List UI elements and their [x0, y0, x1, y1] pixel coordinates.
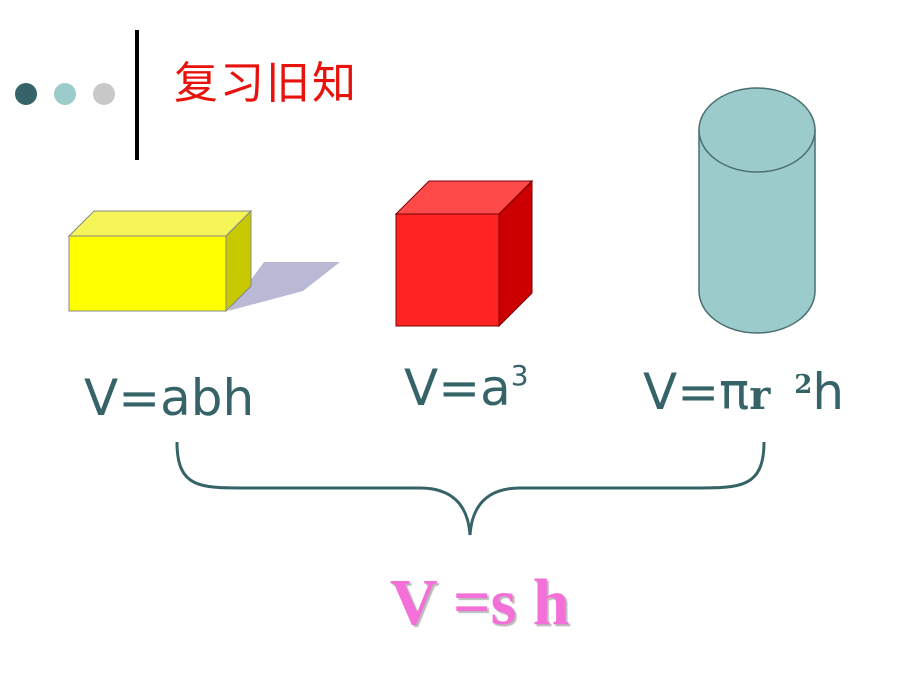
dot-dark-teal — [15, 83, 37, 105]
curly-brace — [175, 441, 766, 536]
cuboid-formula-text: V=abh — [84, 369, 255, 427]
pi-symbol: π — [719, 363, 750, 421]
cuboid-volume-formula: V=abh — [84, 368, 254, 428]
cylinder-formula-lead: V= — [643, 363, 720, 421]
cube-shape — [394, 179, 534, 328]
cube-front-face — [395, 213, 500, 327]
height-variable: h — [812, 363, 845, 421]
cylinder-body — [698, 129, 816, 334]
cylinder-formula-exponent: 2 — [794, 370, 813, 400]
cuboid-shadow — [228, 262, 340, 311]
cylinder-shape — [698, 87, 816, 334]
cube-formula-text: V=a — [404, 359, 511, 417]
cuboid-top-face — [67, 210, 253, 237]
title-divider-line — [135, 30, 139, 160]
cube-formula-exponent: 3 — [510, 359, 529, 392]
dot-light-teal — [54, 83, 76, 105]
dot-gray — [93, 83, 115, 105]
cube-volume-formula: V=a3 — [404, 358, 529, 426]
cylinder-volume-formula: V=πr 2h — [643, 362, 844, 431]
slide-title: 复习旧知 — [174, 58, 358, 109]
cuboid-front-face — [68, 235, 227, 312]
general-volume-formula: V =s h — [390, 566, 570, 639]
radius-variable: r — [749, 372, 785, 419]
cylinder-top-face — [698, 87, 816, 173]
cuboid-shape — [67, 209, 340, 313]
